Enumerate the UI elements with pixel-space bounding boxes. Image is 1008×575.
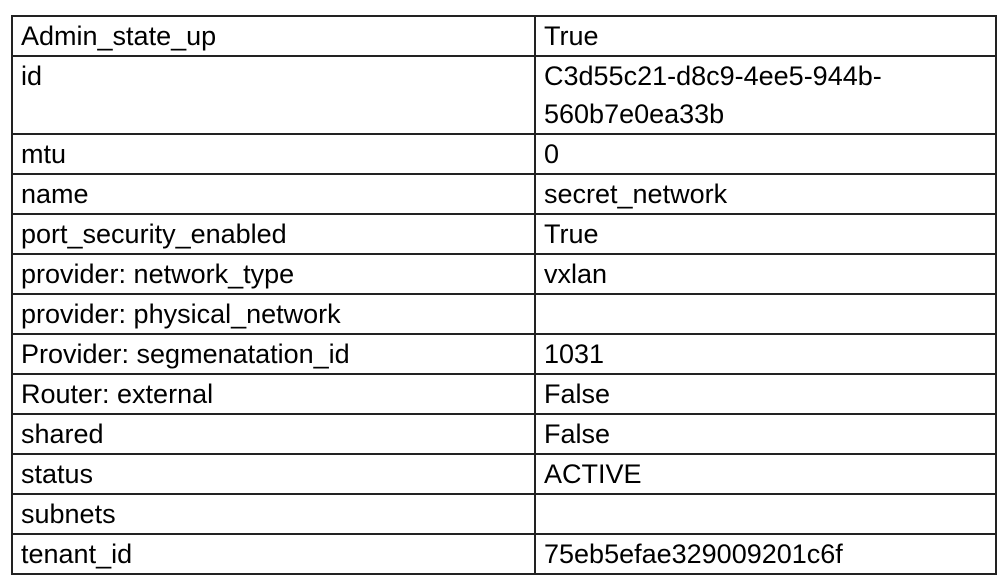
property-key: Admin_state_up xyxy=(11,15,536,57)
table-row: id C3d55c21-d8c9-4ee5-944b- 560b7e0ea33b xyxy=(11,55,997,135)
table-row: status ACTIVE xyxy=(11,453,997,495)
table-row: shared False xyxy=(11,413,997,455)
property-key: shared xyxy=(11,413,536,455)
property-value: vxlan xyxy=(534,253,997,295)
table-row: Admin_state_up True xyxy=(11,15,997,57)
property-key: Provider: segmenatation_id xyxy=(11,333,536,375)
table-row: provider: physical_network xyxy=(11,293,997,335)
table-row: tenant_id 75eb5efae329009201c6f xyxy=(11,533,997,575)
property-value xyxy=(534,293,997,335)
property-key: status xyxy=(11,453,536,495)
property-key: mtu xyxy=(11,133,536,175)
table-row: Router: external False xyxy=(11,373,997,415)
id-value-part-2: 560b7e0ea33b xyxy=(544,99,725,129)
property-value: True xyxy=(534,213,997,255)
property-value: secret_network xyxy=(534,173,997,215)
property-value: C3d55c21-d8c9-4ee5-944b- 560b7e0ea33b xyxy=(534,55,997,135)
property-value: False xyxy=(534,373,997,415)
table-row: name secret_network xyxy=(11,173,997,215)
property-value: 75eb5efae329009201c6f xyxy=(534,533,997,575)
property-value: ACTIVE xyxy=(534,453,997,495)
table-row: mtu 0 xyxy=(11,133,997,175)
property-key: subnets xyxy=(11,493,536,535)
network-properties-table: Admin_state_up True id C3d55c21-d8c9-4ee… xyxy=(11,15,997,575)
table-row: port_security_enabled True xyxy=(11,213,997,255)
table-row: provider: network_type vxlan xyxy=(11,253,997,295)
property-key: name xyxy=(11,173,536,215)
table-row: Provider: segmenatation_id 1031 xyxy=(11,333,997,375)
property-value: 0 xyxy=(534,133,997,175)
id-value-part-1: C3d55c21-d8c9-4ee5-944b- xyxy=(544,61,882,91)
table-row: subnets xyxy=(11,493,997,535)
property-key: port_security_enabled xyxy=(11,213,536,255)
property-key: Router: external xyxy=(11,373,536,415)
property-value xyxy=(534,493,997,535)
property-key: provider: network_type xyxy=(11,253,536,295)
property-key: id xyxy=(11,55,536,135)
property-value: False xyxy=(534,413,997,455)
property-key: provider: physical_network xyxy=(11,293,536,335)
property-value: 1031 xyxy=(534,333,997,375)
property-key: tenant_id xyxy=(11,533,536,575)
property-value: True xyxy=(534,15,997,57)
